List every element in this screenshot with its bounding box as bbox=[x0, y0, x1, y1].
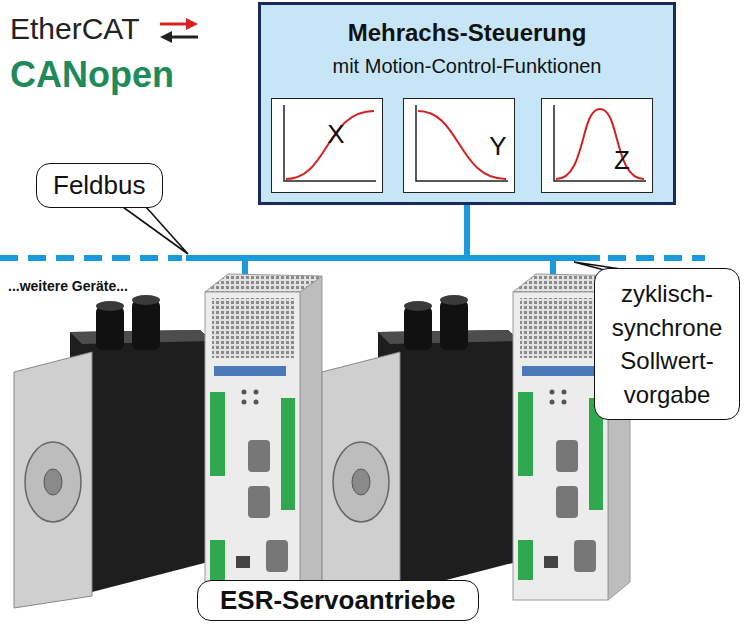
led bbox=[242, 400, 247, 405]
arrow-head bbox=[186, 18, 198, 30]
callout-text: ESR-Servoantriebe bbox=[220, 585, 456, 616]
terminal-block bbox=[210, 392, 225, 476]
chart-axes bbox=[554, 105, 646, 181]
box-subtitle: mit Motion-Control-Funktionen bbox=[261, 55, 673, 78]
led bbox=[254, 390, 259, 395]
drive-front bbox=[205, 292, 300, 600]
motor-flange bbox=[14, 352, 92, 608]
callout-box: ESR-Servoantriebe bbox=[197, 580, 479, 621]
drive-grille bbox=[212, 298, 294, 358]
drive-plate bbox=[214, 366, 286, 376]
led bbox=[254, 400, 259, 405]
sub-d-port bbox=[248, 440, 270, 472]
profile-box: Z bbox=[541, 98, 653, 193]
axis-letter: Y bbox=[482, 133, 514, 159]
motor-shaft bbox=[44, 469, 62, 495]
box-title: Mehrachs-Steuerung bbox=[261, 19, 673, 47]
drive-top bbox=[205, 274, 322, 292]
callout-tail bbox=[121, 205, 189, 254]
bus-dashed bbox=[608, 255, 705, 261]
servo-set bbox=[322, 274, 630, 608]
motor-face bbox=[25, 442, 81, 522]
bus-drop bbox=[464, 204, 470, 258]
terminal-block bbox=[281, 398, 295, 510]
bus-logo: EtherCAT bbox=[10, 12, 139, 46]
note-label: ...weitere Geräte... bbox=[8, 278, 128, 294]
arrow-black bbox=[170, 36, 198, 39]
ethercat-arrows bbox=[160, 18, 198, 43]
bus-dashed bbox=[0, 255, 182, 261]
arrow-head bbox=[160, 31, 172, 43]
led bbox=[242, 390, 247, 395]
motion-profile bbox=[272, 99, 381, 191]
callout-box: zyklisch- synchrone Sollwert- vorgabe bbox=[594, 268, 740, 420]
controller-box: X Y Z Mehrachs-Steuerung mit Motion-Control-… bbox=[258, 2, 676, 205]
axis-letter: Z bbox=[592, 147, 652, 173]
sub-d-port bbox=[266, 540, 288, 572]
connector-top bbox=[96, 301, 124, 311]
bus-solid bbox=[186, 255, 600, 261]
profile-box: Y bbox=[403, 98, 515, 193]
drive-side bbox=[300, 276, 322, 600]
bus-logo: CANopen bbox=[10, 54, 174, 96]
terminal-block bbox=[210, 540, 225, 580]
connector-top bbox=[132, 295, 160, 305]
servo-set bbox=[14, 274, 322, 608]
motor-connector bbox=[132, 300, 160, 350]
sub-d-port bbox=[248, 486, 270, 518]
profile-curve bbox=[556, 109, 644, 179]
usb-port bbox=[236, 556, 250, 568]
axis-letter: X bbox=[290, 121, 382, 147]
callout-text: zyklisch- synchrone Sollwert- vorgabe bbox=[607, 277, 727, 411]
profile-box: X bbox=[271, 98, 383, 193]
callout-text: Feldbus bbox=[53, 170, 146, 201]
arrow-red bbox=[160, 23, 188, 26]
motion-profile bbox=[542, 99, 651, 191]
callout-box: Feldbus bbox=[36, 163, 163, 208]
motor-connector bbox=[96, 306, 124, 350]
